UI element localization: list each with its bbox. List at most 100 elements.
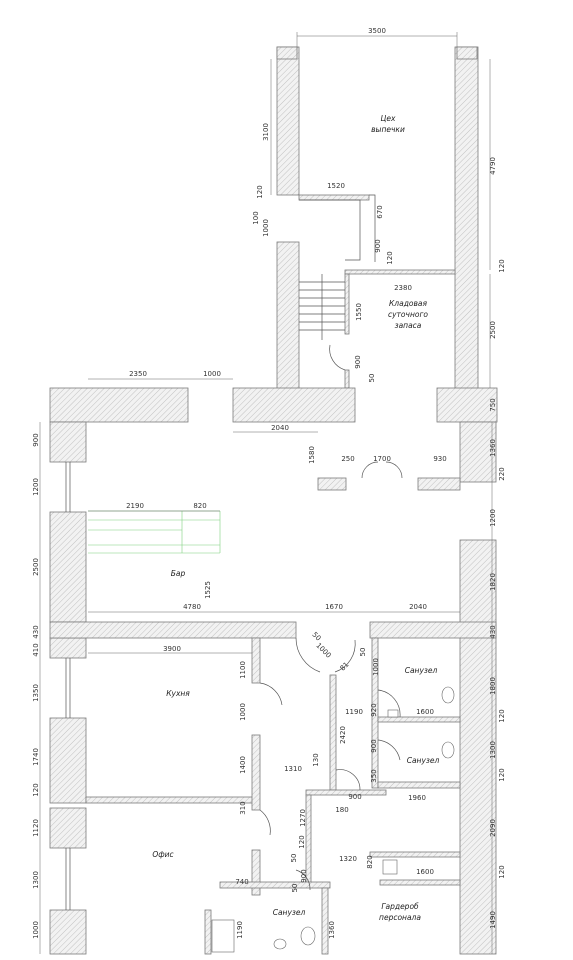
dimension-label: 430 — [489, 625, 497, 638]
dimension-label: 1000 — [262, 219, 270, 237]
dimension-label: 1190 — [236, 921, 244, 939]
dimension-label: 120 — [386, 251, 394, 264]
sink-icon — [273, 938, 287, 950]
room-label: Кухня — [166, 689, 190, 698]
toilet-icon — [441, 741, 455, 759]
dimension-label: 1120 — [32, 819, 40, 837]
dimension-label: 50 — [310, 631, 322, 643]
wall-wc3-left — [204, 909, 212, 955]
dimension-labels: 3500 1520 2380 2350 1000 2040 250 1700 9… — [32, 27, 506, 939]
wall-wc-2-3 — [377, 781, 461, 789]
dimension-label: 1490 — [489, 911, 497, 929]
room-label: Цех — [381, 114, 396, 123]
bar-counter — [88, 510, 221, 554]
wall-kitchen-right-2 — [251, 734, 261, 811]
room-label: Офис — [152, 850, 174, 859]
dimension-label: 1200 — [32, 478, 40, 496]
dimension-label: 920 — [370, 703, 378, 716]
wall-left-6 — [49, 909, 87, 955]
dimension-label: 1320 — [339, 855, 357, 863]
dimension-label: 120 — [498, 709, 506, 722]
dimension-label: 130 — [312, 753, 320, 766]
dimension-label: 2500 — [32, 558, 40, 576]
dimension-label: 120 — [256, 185, 264, 198]
dimension-label: 120 — [498, 768, 506, 781]
wall-wc3-top — [219, 881, 331, 889]
door-wc1 — [377, 689, 401, 718]
room-label: Санузел — [273, 908, 306, 917]
room-label: Кладовая — [389, 299, 428, 308]
wall-office-right — [251, 849, 261, 896]
dimension-label: 1000 — [239, 703, 247, 721]
wall-wardrobe-low — [379, 879, 461, 886]
dimension-label: 1800 — [489, 677, 497, 695]
wall-storage-left — [344, 273, 350, 335]
dimension-label: 1310 — [284, 765, 302, 773]
wall-wardrobe-top — [305, 789, 387, 796]
dimension-label: 50 — [290, 854, 298, 863]
door-storage — [329, 344, 346, 371]
dimension-label: 2500 — [489, 321, 497, 339]
dimension-label: 81 — [339, 661, 351, 673]
wall-door-left — [317, 477, 347, 491]
door-corridor — [295, 637, 321, 673]
wall-corridor-right — [369, 621, 497, 639]
dimension-label: 410 — [32, 643, 40, 656]
wall-corridor-inner — [329, 674, 337, 791]
door-wardrobe — [335, 769, 361, 791]
wall-wc-1-2 — [377, 716, 461, 723]
wall-stair-left — [276, 241, 300, 390]
wall-kitchen-office — [85, 796, 257, 804]
wall-door-right — [417, 477, 461, 491]
dimension-label: 1700 — [373, 455, 391, 463]
dimension-label: 2190 — [126, 502, 144, 510]
dimension-label: 900 — [300, 869, 308, 882]
door-wc2 — [377, 739, 401, 761]
dimension-label: 2350 — [129, 370, 147, 378]
wall-storage-left-low — [344, 369, 350, 389]
wall-right-2 — [459, 539, 497, 955]
door-wc3 — [295, 869, 311, 891]
dimension-label: 1360 — [489, 439, 497, 457]
dimension-label: 1190 — [345, 708, 363, 716]
dimension-label: 900 — [370, 739, 378, 752]
dimension-label: 4780 — [183, 603, 201, 611]
dimension-label: 1100 — [239, 661, 247, 679]
wall-left-1 — [49, 421, 87, 463]
dimension-label: 1000 — [32, 921, 40, 939]
dimension-label: 2090 — [489, 819, 497, 837]
walls — [49, 46, 498, 955]
wall-hall-top-right — [436, 387, 498, 423]
dimension-label: 1300 — [32, 871, 40, 889]
dimension-label: 2380 — [394, 284, 412, 292]
wall-bakery-left — [276, 46, 300, 196]
room-label: суточного — [388, 310, 428, 319]
room-labels: Цех выпечки Кладовая суточного запаса Ба… — [152, 114, 439, 922]
wall-wardrobe-mid — [369, 851, 461, 858]
dimension-label: 250 — [341, 455, 354, 463]
dimension-label: 900 — [348, 793, 361, 801]
room-label: персонала — [379, 913, 421, 922]
door-corridor-2 — [334, 639, 356, 673]
dimension-label: 1000 — [203, 370, 221, 378]
dimension-label: 1740 — [32, 748, 40, 766]
wall-column-top-right — [456, 46, 478, 60]
wall-hall-top-mid — [232, 387, 356, 423]
dimension-label: 120 — [32, 783, 40, 796]
wall-wc-left — [371, 637, 379, 789]
bakery-partition-2 — [369, 194, 376, 262]
shower-icon — [211, 919, 235, 953]
dimension-label: 120 — [498, 865, 506, 878]
dimension-label: 430 — [32, 625, 40, 638]
room-label: выпечки — [371, 125, 405, 134]
dimension-label: 900 — [374, 239, 382, 252]
wall-left-4 — [49, 717, 87, 804]
dimension-label: 1670 — [325, 603, 343, 611]
dimension-label: 1580 — [308, 446, 316, 464]
dimension-label: 350 — [370, 769, 378, 782]
dimension-lines — [39, 32, 493, 954]
wall-bakery-right — [454, 46, 479, 390]
dimension-label: 1270 — [299, 809, 307, 827]
wall-column-top-left — [276, 46, 298, 60]
